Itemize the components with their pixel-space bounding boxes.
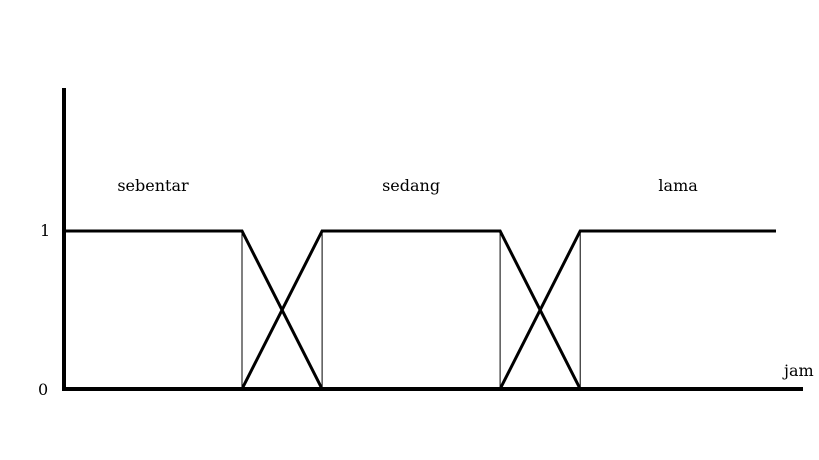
- series-line-sebentar: [64, 229, 324, 390]
- vertical-guide-lines: [241, 231, 581, 389]
- series-line-lama: [498, 229, 776, 390]
- y-tick-label-1: 1: [40, 221, 50, 240]
- x-axis-label: jam: [782, 361, 814, 380]
- series-label-lama: lama: [658, 176, 698, 195]
- series-label-sebentar: sebentar: [117, 176, 189, 195]
- membership-curves: [64, 229, 776, 390]
- series-labels: sebentar sedang lama: [117, 176, 698, 195]
- y-tick-label-0: 0: [38, 380, 48, 399]
- series-line-sedang: [240, 229, 582, 390]
- series-label-sedang: sedang: [382, 176, 440, 195]
